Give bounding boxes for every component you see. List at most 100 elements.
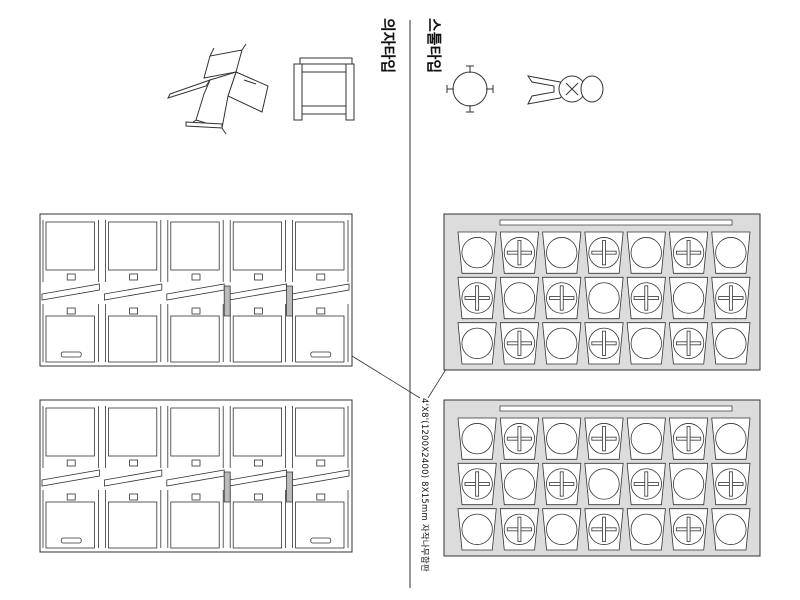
stool-seat-disc	[461, 327, 493, 359]
cross-slot-bar	[559, 285, 564, 311]
stool-part-cell	[711, 276, 751, 320]
chair-sheet-top	[39, 213, 353, 367]
chair-seat-strip	[41, 469, 100, 487]
joint-tab	[129, 459, 139, 467]
chair-part-column	[223, 220, 287, 363]
stool-seat-disc	[588, 468, 620, 500]
chair-part-column	[166, 406, 225, 549]
stool-seat-disc	[630, 513, 662, 545]
stool-part-cell	[668, 462, 709, 506]
cross-slot-bar	[602, 330, 606, 356]
cross-slot-bar	[602, 240, 606, 266]
stool-part-cell	[499, 508, 540, 551]
top-rail-strip	[499, 219, 733, 226]
offcut-area	[223, 285, 231, 317]
stool-part-cell	[499, 276, 540, 320]
top-rail-strip	[499, 405, 733, 412]
stool-part-cell	[711, 417, 751, 460]
stool-seat-disc	[588, 282, 620, 314]
stool-part-cell	[457, 276, 497, 320]
chair-part-column	[104, 406, 163, 549]
chair-back-panel	[108, 407, 158, 457]
stool-part-cell	[584, 417, 624, 460]
stool-part-cell	[626, 417, 666, 460]
stool-seat-disc	[503, 468, 536, 500]
stool-sheet-bottom	[443, 399, 761, 557]
chair-back-panel	[108, 221, 158, 271]
stool-part-cell	[584, 508, 624, 551]
stool-part-cell	[668, 322, 709, 365]
stool-part-cell	[457, 417, 497, 460]
stool-part-cell	[584, 276, 624, 320]
stool-part-cell	[626, 462, 666, 506]
joint-tab	[253, 459, 263, 467]
stool-part-cell	[457, 322, 497, 365]
chair-back-panel	[295, 221, 345, 271]
chair-back-panel	[45, 407, 95, 457]
chair-seat-strip	[41, 283, 100, 301]
cross-slot-bar	[686, 330, 691, 356]
cross-slot-bar	[644, 285, 649, 311]
chair-part-column	[223, 406, 287, 549]
cross-slot-bar	[517, 516, 522, 542]
handle-slot	[310, 351, 332, 358]
joint-tab	[191, 307, 201, 315]
chair-back-panel	[45, 221, 95, 271]
stool-part-cell	[542, 276, 582, 320]
stool-seat-disc	[546, 423, 578, 455]
stool-seat-disc	[461, 423, 493, 455]
joint-tab	[253, 273, 263, 281]
stool-seat-disc	[630, 423, 662, 455]
chair-seat-panel	[232, 501, 282, 549]
cross-slot-bar	[559, 471, 564, 497]
stool-part-cell	[584, 322, 624, 365]
joint-tab	[129, 273, 139, 281]
chair-part-column	[166, 220, 225, 363]
stool-seat-disc	[630, 237, 662, 269]
stool-seat-disc	[546, 237, 578, 269]
cross-slot-bar	[517, 240, 522, 266]
chair-iso-drawing	[167, 43, 269, 135]
cross-slot-bar	[475, 285, 480, 311]
cross-slot-bar	[517, 330, 522, 356]
stool-part-cell	[499, 462, 540, 506]
handle-slot	[60, 537, 82, 544]
chair-back-panel	[232, 407, 282, 457]
chair-part-column	[286, 406, 350, 549]
stool-part-cell	[626, 231, 666, 274]
chair-part-column	[286, 220, 350, 363]
stool-sheet-top	[443, 213, 761, 371]
stool-part-cell	[711, 508, 751, 551]
chair-seat-panel	[170, 501, 220, 549]
cross-slot-bar	[602, 516, 606, 542]
stool-seat-disc	[715, 513, 747, 545]
joint-tab	[191, 493, 201, 501]
stool-part-cell	[668, 508, 709, 551]
joint-tab	[316, 273, 326, 281]
stool-part-cell	[457, 508, 497, 551]
chair-back-panel	[295, 407, 345, 457]
joint-tab	[253, 307, 263, 315]
stool-seat-disc	[715, 237, 747, 269]
stool-seat-disc	[630, 327, 662, 359]
handle-slot	[60, 351, 82, 358]
stool-seat-disc	[546, 513, 578, 545]
stool-seat-disc	[715, 423, 747, 455]
joint-tab	[316, 459, 326, 467]
leader-line-chair	[351, 355, 421, 399]
offcut-area	[286, 471, 293, 503]
stool-part-cell	[711, 231, 751, 274]
cross-slot-bar	[686, 426, 691, 452]
handle-slot	[310, 537, 332, 544]
chair-back-panel	[232, 221, 282, 271]
leader-line-stool	[427, 365, 449, 399]
offcut-area	[286, 285, 293, 317]
stool-part-cell	[499, 322, 540, 365]
stool-part-cell	[457, 231, 497, 274]
stool-seat-disc	[503, 282, 536, 314]
cross-slot-bar	[475, 471, 480, 497]
chair-front-drawing	[293, 57, 355, 121]
joint-tab	[129, 307, 139, 315]
stool-seat-disc	[461, 513, 493, 545]
